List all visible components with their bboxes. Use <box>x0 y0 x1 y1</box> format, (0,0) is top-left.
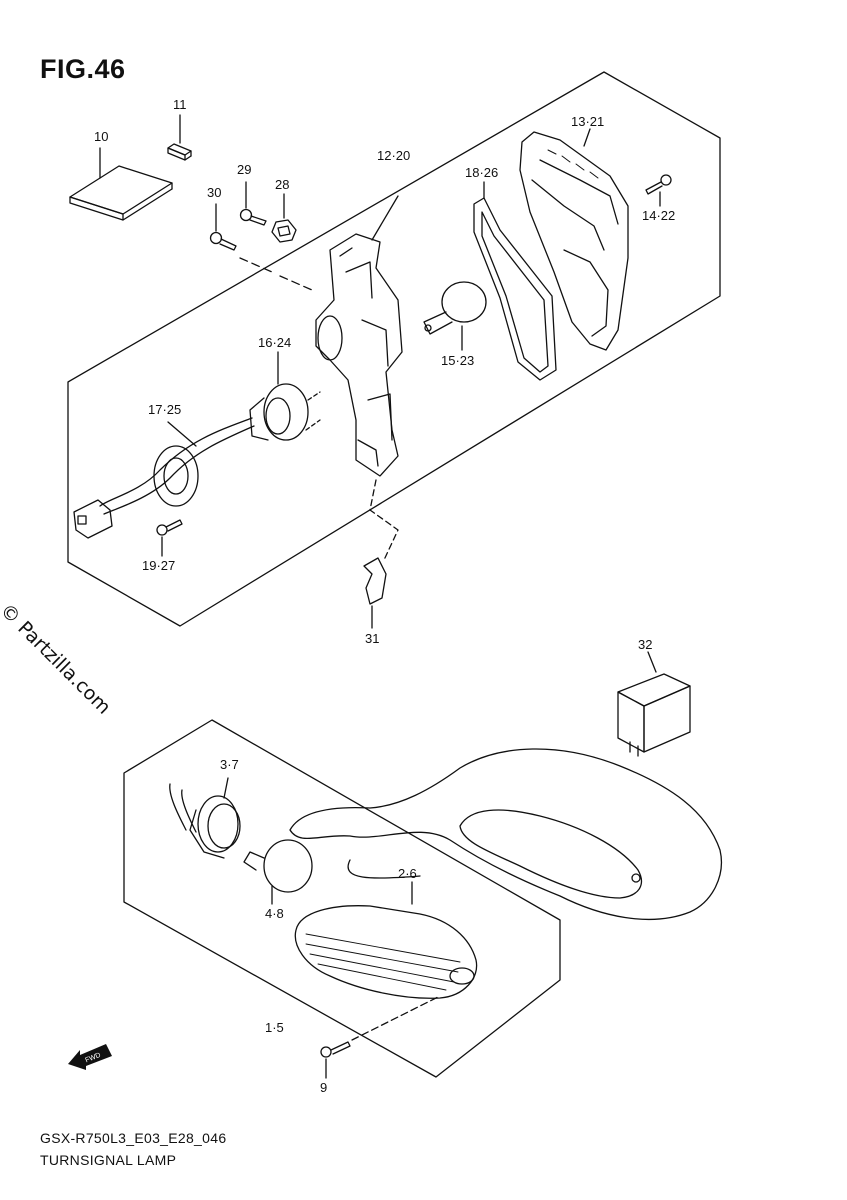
part-2-6-lens <box>294 881 478 999</box>
part-29-screw <box>239 181 267 226</box>
callout-17-25: 17·25 <box>148 402 182 417</box>
callout-4-8: 4·8 <box>265 906 284 921</box>
part-3-7-socket <box>169 777 241 859</box>
callout-29: 29 <box>237 162 252 177</box>
part-16-24-socket <box>249 351 321 441</box>
turnsignal-housing <box>289 748 722 921</box>
callout-30: 30 <box>207 185 222 200</box>
footer-section-name: TURNSIGNAL LAMP <box>40 1152 177 1168</box>
upper-assembly-frame <box>67 71 721 627</box>
part-15-23-bulb <box>423 281 487 351</box>
part-4-8-bulb <box>243 839 313 905</box>
footer-model-code: GSX-R750L3_E03_E28_046 <box>40 1130 227 1146</box>
figure-title: FIG.46 <box>40 54 126 84</box>
forward-arrow-icon: FWD <box>68 1044 112 1070</box>
callout-32: 32 <box>638 637 653 652</box>
part-14-22-screw <box>645 174 672 207</box>
callout-10: 10 <box>94 129 109 144</box>
part-18-26-gasket <box>473 181 557 381</box>
callout-31: 31 <box>365 631 380 646</box>
callout-15-23: 15·23 <box>441 353 475 368</box>
part-17-25-harness <box>73 417 255 539</box>
part-13-21-lens <box>519 128 629 351</box>
lower-assembly-frame <box>123 719 561 1078</box>
part-30-screw <box>209 203 313 291</box>
callout-14-22: 14·22 <box>642 208 676 223</box>
callout-16-24: 16·24 <box>258 335 292 350</box>
part-28-clip <box>271 193 297 243</box>
part-19-27-screw <box>156 519 183 557</box>
callout-9: 9 <box>320 1080 328 1095</box>
callout-19-27: 19·27 <box>142 558 176 573</box>
callout-3-7: 3·7 <box>220 757 239 772</box>
callout-28: 28 <box>275 177 290 192</box>
part-10-plate <box>69 147 173 221</box>
callout-18-26: 18·26 <box>465 165 499 180</box>
callout-1-5: 1·5 <box>265 1020 284 1035</box>
callout-2-6: 2·6 <box>398 866 417 881</box>
part-12-20-bracket <box>315 195 403 477</box>
callout-12-20: 12·20 <box>377 148 411 163</box>
part-32-relay <box>617 651 691 757</box>
part-9-screw <box>320 995 441 1079</box>
part-31-clip <box>363 479 399 629</box>
callout-13-21: 13·21 <box>571 114 605 129</box>
part-11-block <box>167 114 192 161</box>
callout-11: 11 <box>173 97 187 112</box>
